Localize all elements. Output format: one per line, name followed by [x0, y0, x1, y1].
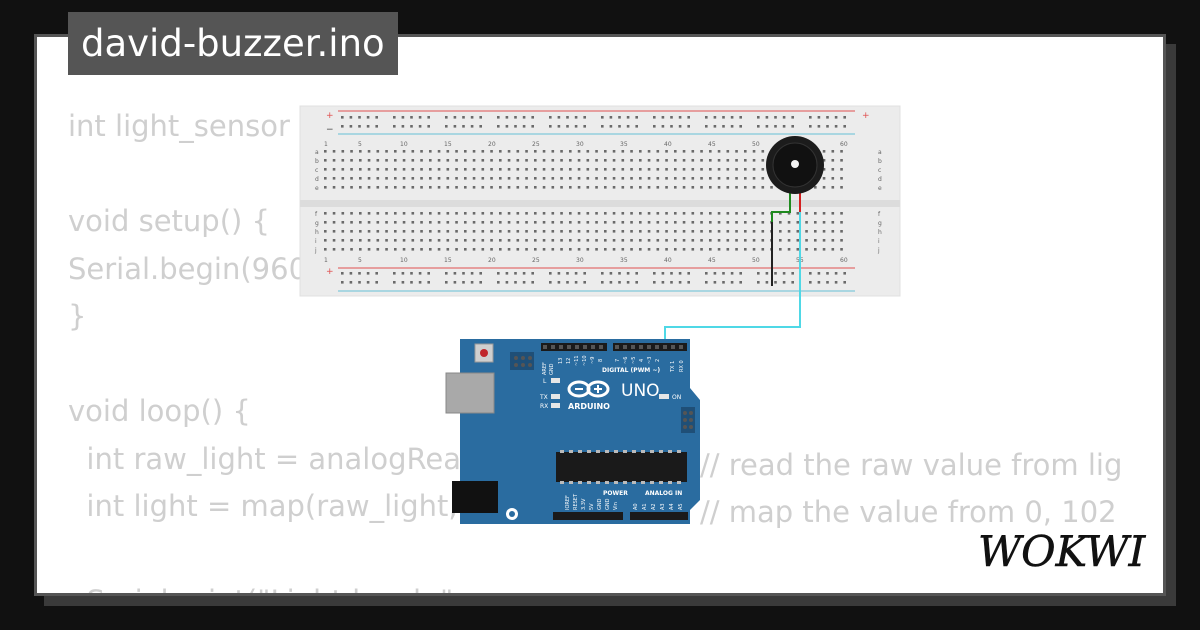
wokwi-wordmark: WOKWI [978, 528, 1147, 576]
project-filename: david-buzzer.ino [68, 12, 398, 75]
code-line: } [68, 299, 87, 333]
code-line [68, 341, 461, 389]
code-line [68, 531, 461, 579]
code-line: void setup() { [68, 204, 270, 238]
code-line: Serial.print("Light level: " [68, 578, 461, 593]
code-line: void loop() { [68, 394, 251, 428]
code-line: int light_sensor [68, 109, 290, 143]
code-comment: // read the raw value from lig [700, 448, 1123, 482]
wokwi-logo: WOKWI [978, 527, 1148, 580]
code-line [68, 151, 461, 199]
code-line: int light = map(raw_light, [68, 489, 458, 523]
code-comment: // map the value from 0, 102 [700, 495, 1117, 529]
code-line: Serial.begin(960 [68, 251, 308, 286]
code-line: int raw_light = analogRea [68, 441, 461, 476]
